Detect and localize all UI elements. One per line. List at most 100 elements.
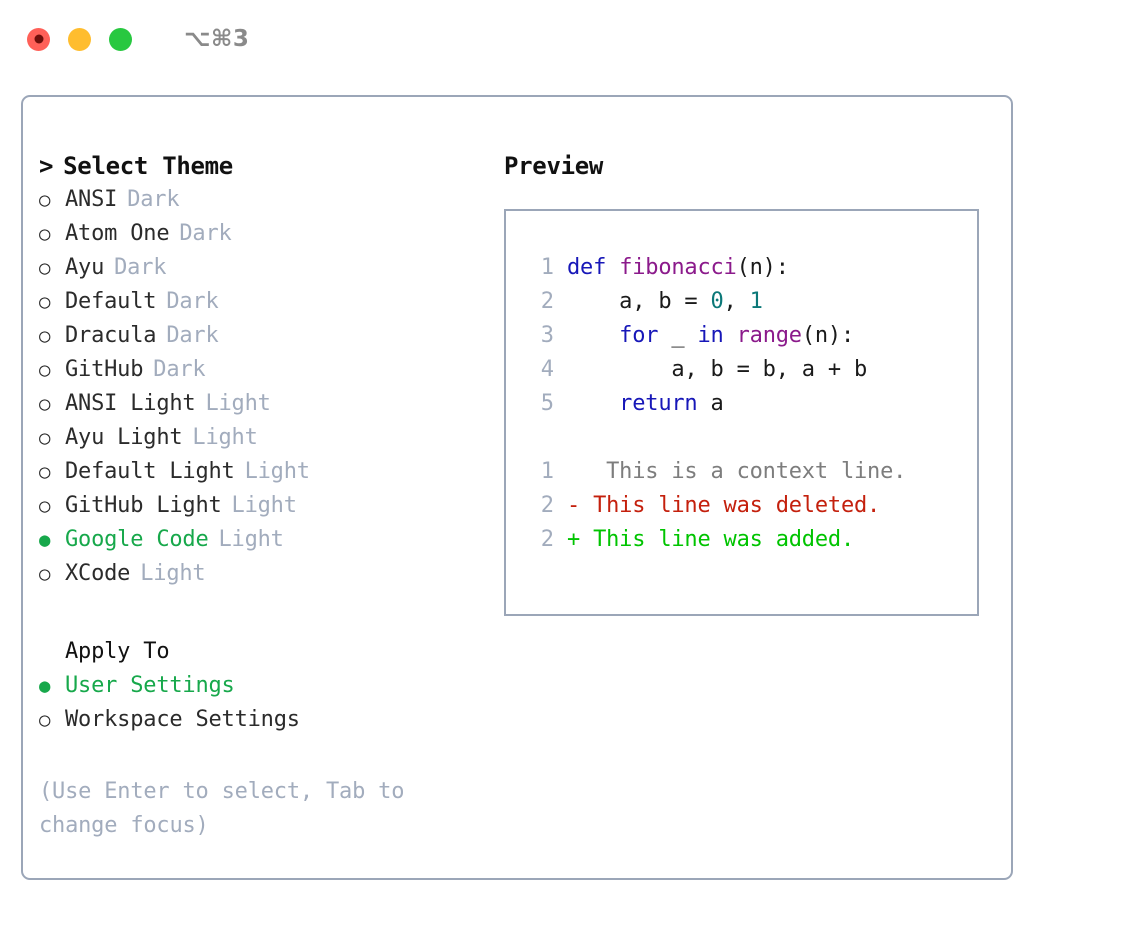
radio-unselected-icon: ○ [39, 189, 51, 211]
theme-option-ansi[interactable]: ○ ANSI Dark [39, 183, 504, 217]
code-token: 0 [710, 289, 724, 314]
radio-selected-icon: ● [39, 529, 51, 551]
code-token: a, b = b, a + b [567, 357, 868, 382]
theme-option-variant: Dark [114, 255, 167, 280]
theme-option-variant: Light [140, 561, 206, 586]
code-token: (n): [736, 255, 789, 280]
diff-sample: 1 This is a context line. 2 - This line wa… [524, 455, 977, 557]
code-token: a [697, 391, 724, 416]
line-number: 2 [540, 289, 554, 314]
radio-unselected-icon: ○ [39, 495, 51, 517]
code-line: 5 return a [524, 387, 977, 421]
code-token: a, b = [567, 289, 711, 314]
code-token: _ [658, 323, 698, 348]
code-token: for [567, 323, 659, 348]
code-token: range [736, 323, 802, 348]
apply-to-header: Apply To [65, 639, 170, 664]
theme-option-label: Default [65, 289, 157, 314]
line-number: 5 [540, 391, 554, 416]
code-token: return [567, 391, 698, 416]
code-line: 2 a, b = 0, 1 [524, 285, 977, 319]
code-text: a, b = 0, 1 [567, 285, 763, 319]
theme-option-label: ANSI [65, 187, 118, 212]
theme-option-variant: Light [205, 391, 271, 416]
window-controls [27, 27, 132, 51]
code-line: 1 def fibonacci(n): [524, 251, 977, 285]
code-token: fibonacci [619, 255, 737, 280]
theme-option-github[interactable]: ○ GitHub Dark [39, 353, 504, 387]
theme-option-variant: Dark [153, 357, 206, 382]
radio-unselected-icon: ○ [39, 223, 51, 245]
theme-option-label: GitHub Light [65, 493, 222, 518]
theme-option-label: Atom One [65, 221, 170, 246]
line-number: 1 [540, 255, 554, 280]
theme-option-label: GitHub [65, 357, 144, 382]
radio-unselected-icon: ○ [39, 325, 51, 347]
code-token: (n): [801, 323, 855, 348]
code-token [724, 323, 737, 348]
apply-to-option-user-settings[interactable]: ● User Settings [39, 669, 504, 703]
theme-option-variant: Light [192, 425, 258, 450]
apply-to-option-workspace-settings[interactable]: ○Workspace Settings [39, 703, 504, 737]
theme-option-label: Google Code [65, 527, 209, 552]
code-line: 3 for _ in range(n): [524, 319, 977, 353]
radio-unselected-icon: ○ [39, 461, 51, 483]
theme-option-label: ANSI Light [65, 391, 196, 416]
theme-option-variant: Light [231, 493, 297, 518]
close-button[interactable] [27, 27, 50, 51]
theme-option-variant: Light [244, 459, 310, 484]
line-number: 1 [540, 459, 554, 484]
line-number: 2 [540, 527, 554, 552]
line-number: 3 [540, 323, 554, 348]
radio-unselected-icon: ○ [39, 709, 51, 731]
theme-option-default-light[interactable]: ○ Default Light Light [39, 455, 504, 489]
theme-option-variant: Dark [127, 187, 180, 212]
code-text: def fibonacci(n): [567, 251, 789, 285]
preview-header: Preview [504, 152, 604, 180]
diff-text: This is a context line. [567, 459, 907, 484]
code-line: 4 a, b = b, a + b [524, 353, 977, 387]
theme-option-label: Dracula [65, 323, 157, 348]
radio-unselected-icon: ○ [39, 359, 51, 381]
theme-option-dracula[interactable]: ○ Dracula Dark [39, 319, 504, 353]
code-token: def [567, 255, 620, 280]
keyboard-hint-text: (Use Enter to select, Tab to change focu… [39, 779, 405, 838]
prompt-caret-icon: > [39, 152, 54, 180]
code-token: , [723, 289, 750, 314]
radio-selected-icon: ● [39, 675, 51, 697]
theme-option-variant: Dark [166, 323, 219, 348]
line-number: 4 [540, 357, 554, 382]
code-text: a, b = b, a + b [567, 353, 867, 387]
diff-line: 1 This is a context line. [524, 455, 977, 489]
select-theme-header: >Select Theme [39, 149, 504, 183]
maximize-button[interactable] [109, 27, 132, 51]
diff-text: - This line was deleted. [567, 493, 881, 518]
apply-to-list[interactable]: ● User Settings ○Workspace Settings [39, 669, 504, 737]
theme-option-variant: Dark [166, 289, 219, 314]
theme-option-google-code[interactable]: ● Google Code Light [39, 523, 504, 557]
diff-line: 2 - This line was deleted. [524, 489, 977, 523]
window-shortcut-label: ⌥⌘3 [184, 26, 250, 52]
minimize-button[interactable] [68, 27, 91, 51]
theme-option-variant: Light [218, 527, 284, 552]
apply-to-option-label: User Settings [65, 673, 235, 698]
theme-option-label: Ayu Light [65, 425, 183, 450]
theme-option-label: Default Light [65, 459, 235, 484]
line-number: 2 [540, 493, 554, 518]
theme-option-label: XCode [65, 561, 131, 586]
theme-option-github-light[interactable]: ○ GitHub Light Light [39, 489, 504, 523]
